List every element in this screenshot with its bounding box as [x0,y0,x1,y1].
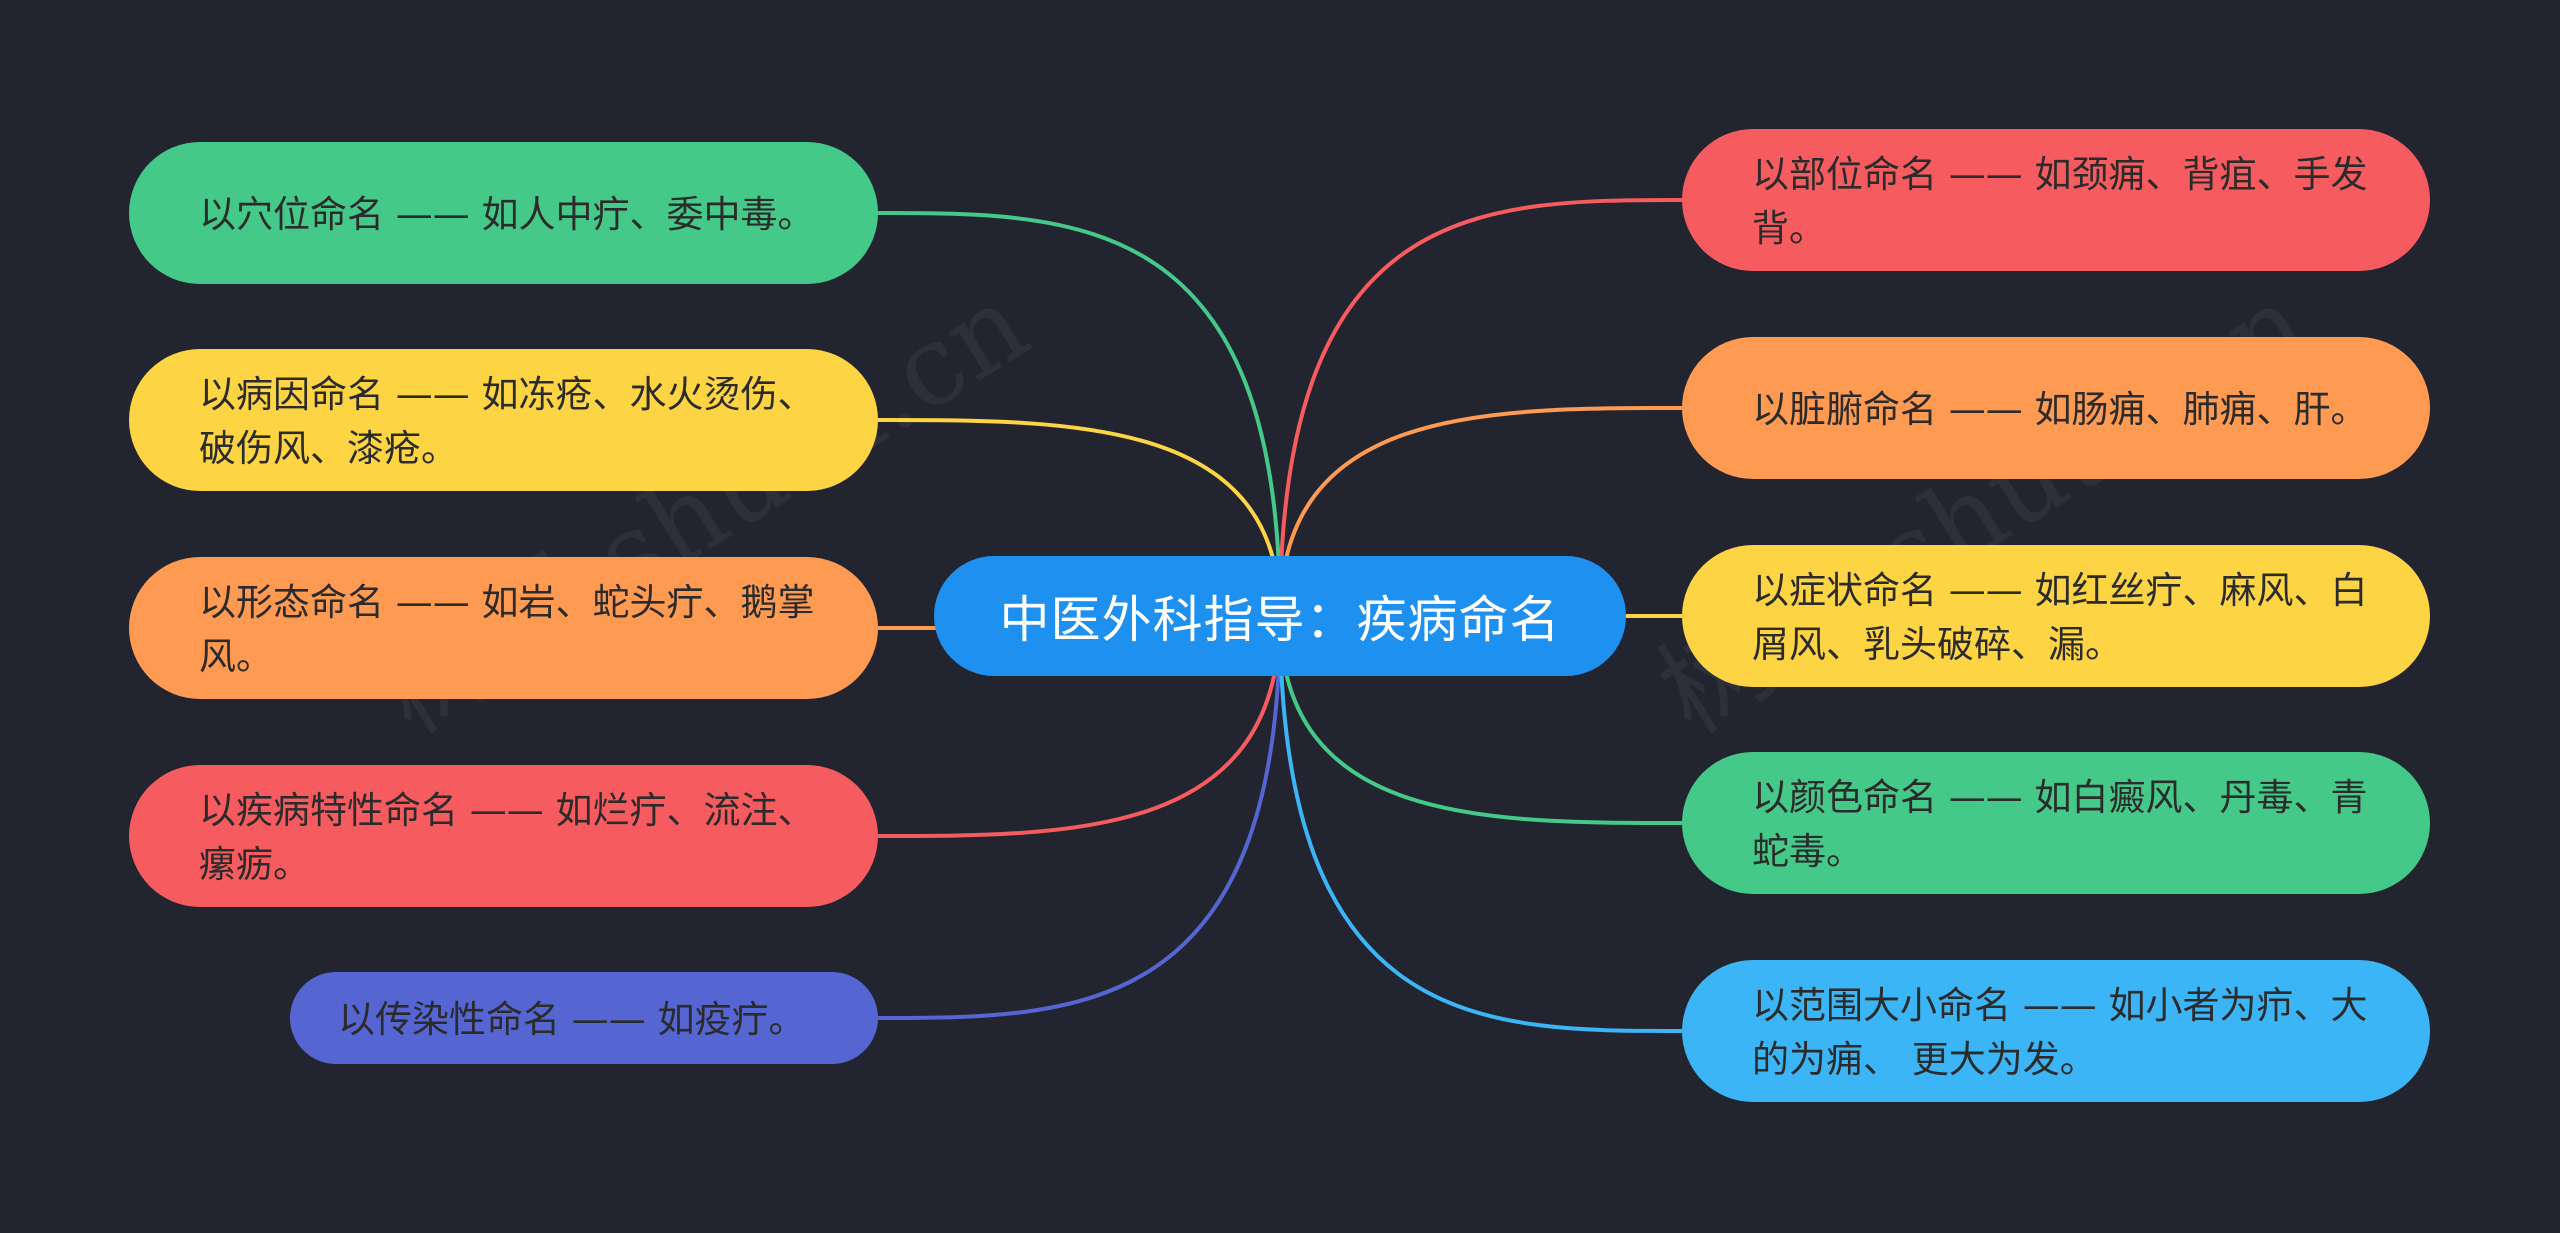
topic-label: 以部位命名 —— 如颈痈、背疽、手发背。 [1752,153,2368,250]
right-topic-organ[interactable]: 以脏腑命名 —— 如肠痈、肺痈、肝。 [1682,337,2430,479]
topic-label: 以脏腑命名 —— 如肠痈、肺痈、肝。 [1752,388,2368,431]
topic-label: 以传染性命名 —— 如疫疔。 [338,998,806,1041]
left-topic-characteristic[interactable]: 以疾病特性命名 —— 如烂疔、流注、瘰疬。 [129,765,878,907]
topic-label: 以颜色命名 —— 如白癜风、丹毒、青蛇毒。 [1752,776,2368,873]
right-topic-symptom[interactable]: 以症状命名 —— 如红丝疔、麻风、白屑风、乳头破碎、漏。 [1682,545,2430,687]
topic-label: 以形态命名 —— 如岩、蛇头疔、鹅掌风。 [199,581,815,678]
root-topic-label: 中医外科指导：疾病命名 [999,591,1561,649]
connector-right-3 [1278,615,1683,825]
left-topic-cause[interactable]: 以病因命名 —— 如冻疮、水火烫伤、破伤风、漆疮。 [129,349,878,491]
connector-right-0 [1278,198,1683,617]
connector-left-1 [877,418,1282,617]
topic-label: 以症状命名 —— 如红丝疔、麻风、白屑风、乳头破碎、漏。 [1752,569,2368,666]
root-topic[interactable]: 中医外科指导：疾病命名 [934,556,1626,676]
left-topic-infectious[interactable]: 以传染性命名 —— 如疫疔。 [290,972,878,1064]
left-topic-shape[interactable]: 以形态命名 —— 如岩、蛇头疔、鹅掌风。 [129,557,878,699]
connector-left-3 [877,615,1282,838]
topic-label: 以病因命名 —— 如冻疮、水火烫伤、破伤风、漆疮。 [199,373,815,470]
connector-left-4 [877,615,1282,1020]
topic-label: 以疾病特性命名 —— 如烂疔、流注、瘰疬。 [199,789,815,886]
connector-left-0 [877,211,1282,617]
connector-right-1 [1278,406,1683,617]
connector-right-4 [1278,615,1683,1033]
left-topic-acupoint[interactable]: 以穴位命名 —— 如人中疔、委中毒。 [129,142,878,284]
right-topic-location[interactable]: 以部位命名 —— 如颈痈、背疽、手发背。 [1682,129,2430,271]
topic-label: 以穴位命名 —— 如人中疔、委中毒。 [199,193,815,236]
right-topic-scope[interactable]: 以范围大小命名 —— 如小者为疖、大的为痈、 更大为发。 [1682,960,2430,1102]
right-topic-color[interactable]: 以颜色命名 —— 如白癜风、丹毒、青蛇毒。 [1682,752,2430,894]
topic-label: 以范围大小命名 —— 如小者为疖、大的为痈、 更大为发。 [1752,984,2368,1081]
